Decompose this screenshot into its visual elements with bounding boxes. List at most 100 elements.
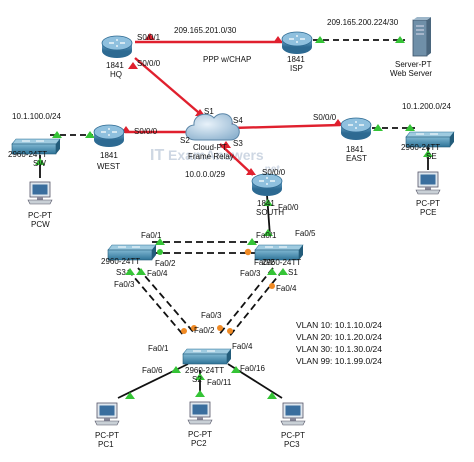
s2-fa01-label: Fa0/1 — [148, 344, 169, 353]
s2-fa04-label: Fa0/4 — [232, 342, 253, 351]
cloud-s3-label: S3 — [233, 139, 243, 148]
hq-s000-label: S0/0/0 — [137, 59, 161, 68]
port-blocked-marker — [191, 325, 197, 331]
port-marker — [221, 141, 231, 148]
port-blocked-marker — [217, 325, 223, 331]
switch-icon — [182, 348, 232, 365]
port-blocked-marker — [269, 283, 275, 289]
s1-fa05-label: Fa0/5 — [295, 229, 316, 238]
network-labels: 209.165.201.0/30 209.165.200.224/30 PPP … — [12, 18, 451, 179]
port-marker — [145, 33, 155, 40]
s3-name-label: S3 — [116, 268, 126, 277]
pc-icon — [94, 402, 120, 426]
pc-pc1[interactable] — [94, 402, 120, 426]
port-marker — [195, 390, 205, 397]
cloud-icon — [185, 113, 240, 141]
port-marker — [423, 150, 433, 157]
router-icon — [251, 173, 283, 197]
sw-name-label: SW — [33, 159, 46, 168]
port-blocked-marker — [244, 248, 252, 256]
pc2-name-label: PC2 — [191, 439, 207, 448]
s1-fa03-label: Fa0/3 — [240, 269, 261, 278]
south-s000-label: S0/0/0 — [262, 168, 286, 177]
pc-pcw[interactable] — [27, 181, 53, 205]
port-marker — [263, 229, 273, 236]
s2-name-label: S2 — [192, 375, 202, 384]
s3-model-label: 2960-24TT — [101, 257, 140, 266]
s1-name-label: S1 — [288, 268, 298, 277]
pc3-name-label: PC3 — [284, 440, 300, 449]
router-west[interactable] — [93, 124, 125, 148]
s2-fa03-label: Fa0/3 — [201, 311, 222, 320]
pc1-name-label: PC1 — [98, 440, 114, 449]
hq-name-label: HQ — [110, 70, 122, 79]
server-web[interactable] — [412, 16, 432, 57]
serial-links — [125, 40, 341, 176]
port-marker — [125, 392, 135, 399]
router-south[interactable] — [251, 173, 283, 197]
pcw-name-label: PCW — [31, 220, 50, 229]
west-lan-label: 10.1.100.0/24 — [12, 112, 61, 121]
east-model-label: 1841 — [346, 145, 364, 154]
port-blocked-marker — [227, 328, 233, 334]
ppp-label: PPP w/CHAP — [203, 55, 251, 64]
router-labels: S0/0/1 S0/0/0 1841 HQ 1841 ISP Server-PT… — [97, 33, 432, 217]
pcw-model-label: PC-PT — [28, 211, 52, 220]
port-marker — [273, 36, 283, 43]
s2-fa02-label: Fa0/2 — [194, 326, 215, 335]
east-name-label: EAST — [346, 154, 367, 163]
cloud-type-label: Cloud-PT — [193, 143, 227, 152]
pc-pc2[interactable] — [187, 401, 213, 425]
port-marker — [405, 124, 415, 131]
s2-fa11-label: Fa0/11 — [207, 378, 232, 387]
s1-fa04-label: Fa0/4 — [276, 284, 297, 293]
pc-icon — [280, 402, 306, 426]
port-marker — [315, 36, 325, 43]
port-marker — [263, 199, 273, 206]
south-model-label: 1841 — [257, 199, 275, 208]
se-name-label: SE — [426, 152, 437, 161]
port-marker — [85, 131, 95, 138]
pc-pce[interactable] — [415, 171, 441, 195]
port-marker — [231, 366, 241, 373]
router-icon — [93, 124, 125, 148]
port-marker — [267, 268, 277, 275]
pc3-model-label: PC-PT — [281, 431, 305, 440]
port-marker — [267, 392, 277, 399]
s3-fa04-label: Fa0/4 — [147, 269, 168, 278]
router-east[interactable] — [340, 117, 372, 141]
port-marker — [333, 119, 343, 126]
frame-relay-cloud[interactable] — [185, 113, 240, 141]
router-hq[interactable] — [101, 35, 133, 59]
pc-pc3[interactable] — [280, 402, 306, 426]
s1-model-label: 2960-24TT — [262, 258, 301, 267]
s1-s2-trunk-2 — [227, 269, 284, 339]
west-name-label: WEST — [97, 162, 120, 171]
s1-fa02-label: Fa0/2 — [254, 258, 275, 267]
pc-icon — [187, 401, 213, 425]
server-name-label: Web Server — [390, 69, 432, 78]
port-marker — [246, 168, 256, 175]
watermark-brand-text: ExamAnswers — [168, 147, 264, 163]
hq-s001-label: S0/0/1 — [137, 33, 161, 42]
south-fa00-label: Fa0/0 — [278, 203, 299, 212]
port-marker — [128, 62, 138, 69]
s1-s2-trunk-1 — [217, 267, 274, 337]
port-marker — [195, 373, 205, 380]
hq-isp-network-label: 209.165.201.0/30 — [174, 26, 237, 35]
router-icon — [340, 117, 372, 141]
router-isp[interactable] — [281, 31, 313, 55]
watermark-it-text: IT — [150, 147, 164, 164]
east-lan-label: 10.1.200.0/24 — [402, 102, 451, 111]
cloud-name-label: Frame Relay — [188, 152, 234, 161]
vlan-legend: VLAN 10: 10.1.10.0/24 VLAN 20: 10.1.20.0… — [296, 320, 382, 366]
pc-labels: PC-PT PCW PC-PT PCE PC-PT PC1 PC-PT PC2 … — [28, 199, 440, 449]
port-marker — [171, 366, 181, 373]
s3-s2-trunk-2 — [137, 267, 196, 335]
port-marker — [157, 249, 163, 255]
vlan-line-30: VLAN 30: 10.1.30.0/24 — [296, 344, 382, 354]
switch-s2[interactable] — [182, 348, 232, 365]
s3-fa02-label: Fa0/2 — [155, 259, 176, 268]
port-markers — [35, 33, 433, 399]
